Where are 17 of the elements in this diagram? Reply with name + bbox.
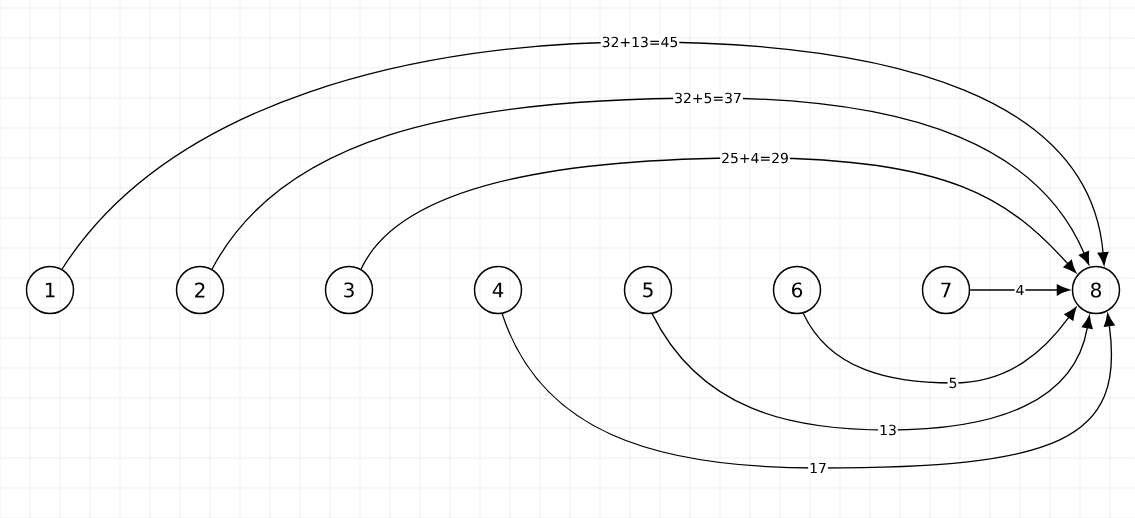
circle-node: 8 — [1071, 265, 1121, 315]
arrow — [501, 313, 1115, 469]
arrow — [802, 306, 1077, 384]
circle-node: 3 — [324, 265, 374, 315]
arrow — [211, 97, 1090, 270]
edge-label: 5 — [947, 376, 959, 390]
circle-node: 5 — [623, 265, 673, 315]
arrow — [360, 157, 1077, 274]
circle-node: 4 — [473, 265, 523, 315]
circle-node: 1 — [25, 265, 75, 315]
circle-node: 2 — [175, 265, 225, 315]
arrow — [969, 284, 1070, 296]
arrow — [651, 313, 1093, 431]
arrow — [61, 41, 1109, 270]
edge-label: 4 — [1014, 283, 1026, 297]
circle-node: 6 — [772, 265, 822, 315]
circle-node: 7 — [921, 265, 971, 315]
